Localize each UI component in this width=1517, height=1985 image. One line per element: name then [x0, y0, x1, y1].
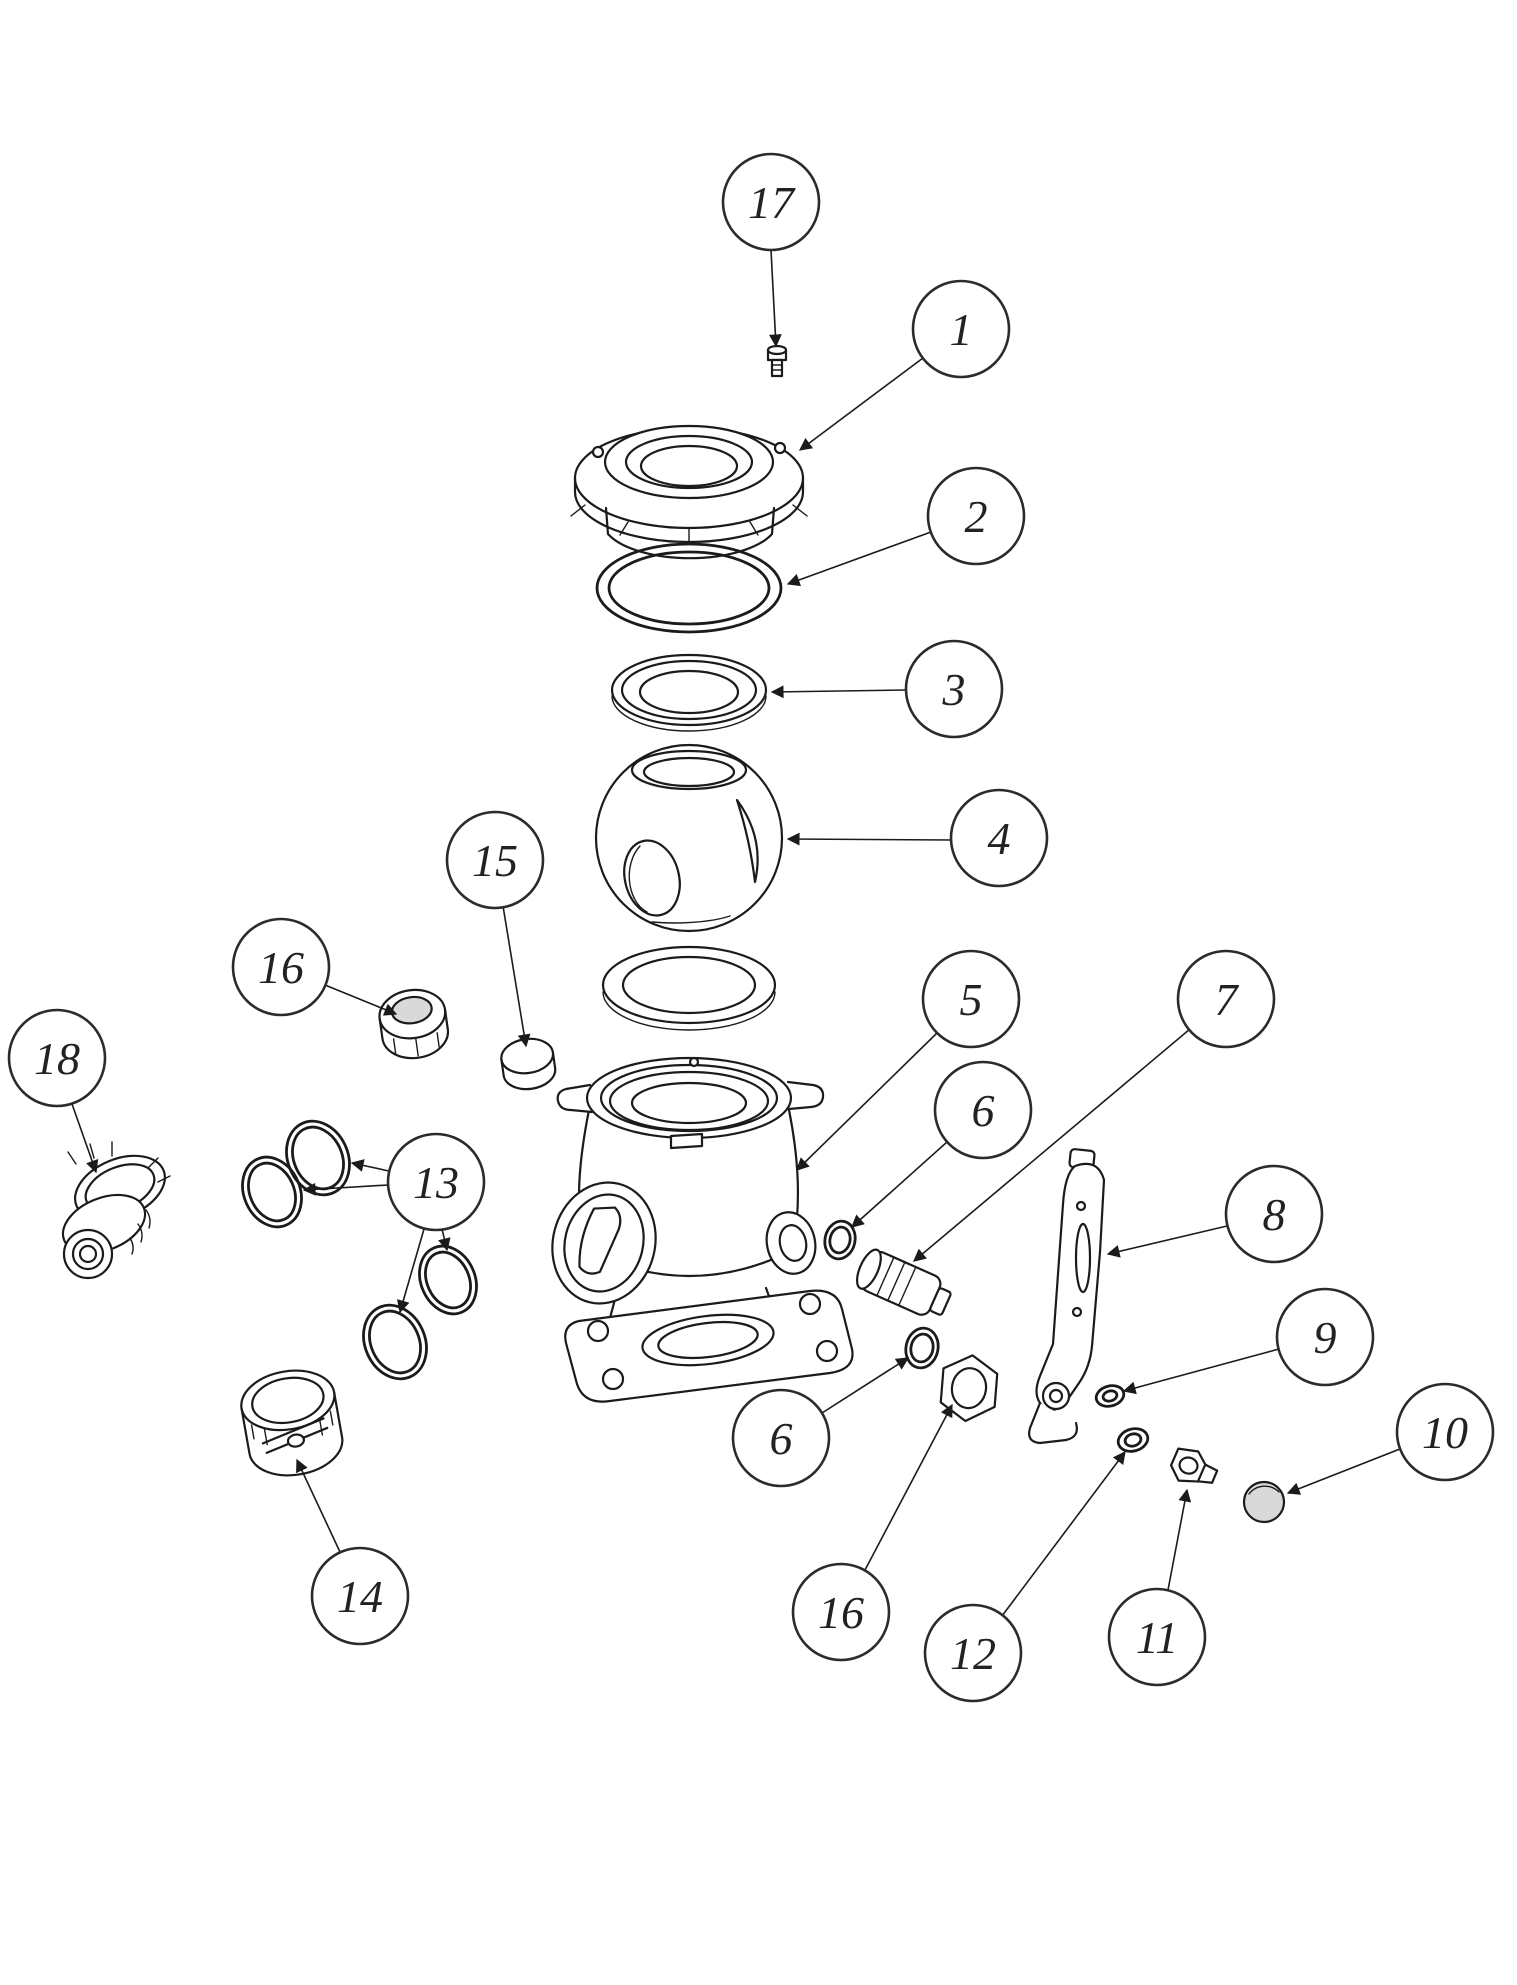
leader-8 [1106, 1225, 1228, 1258]
callout-label-18: 18 [34, 1033, 80, 1084]
leader-13-d [397, 1228, 425, 1314]
callout-10: 10 [1395, 1382, 1495, 1482]
callout-11: 11 [1107, 1587, 1207, 1687]
callout-16-left: 16 [231, 917, 331, 1017]
callout-label-3: 3 [942, 664, 966, 715]
callout-label-14: 14 [337, 1571, 383, 1622]
callout-label-6-upper: 6 [972, 1085, 995, 1136]
leader-13-b [302, 1182, 389, 1196]
callout-4: 4 [949, 788, 1049, 888]
part-3-seal-ring [610, 653, 768, 732]
callout-6-upper: 6 [933, 1060, 1033, 1160]
callout-8: 8 [1224, 1164, 1324, 1264]
leader-16-lower [864, 1403, 953, 1571]
callout-14: 14 [310, 1546, 410, 1646]
leader-5 [796, 1032, 938, 1171]
part-9-lock-washer [1094, 1384, 1126, 1408]
part-18-fitting [61, 1141, 171, 1280]
leader-10 [1286, 1448, 1401, 1495]
callout-label-15: 15 [472, 835, 518, 886]
callout-label-5: 5 [960, 974, 983, 1025]
leader-13-c [438, 1228, 451, 1252]
part-14-disc [240, 1369, 344, 1477]
callout-5: 5 [921, 949, 1021, 1049]
callout-label-2: 2 [965, 491, 988, 542]
callout-15: 15 [445, 810, 545, 910]
part-5-valve-body [551, 1056, 854, 1403]
part-8-handle [1028, 1148, 1106, 1445]
callout-3: 3 [904, 639, 1004, 739]
callout-1: 1 [911, 279, 1011, 379]
leader-14 [296, 1458, 341, 1553]
leader-6-upper [851, 1141, 948, 1228]
leader-15 [502, 905, 531, 1048]
callout-12: 12 [923, 1603, 1023, 1703]
leader-7 [913, 1028, 1191, 1262]
part-16-plug [378, 988, 450, 1060]
callout-label-11: 11 [1136, 1612, 1179, 1663]
callout-13: 13 [386, 1132, 486, 1232]
part-4-ball [594, 743, 784, 933]
callout-17: 17 [721, 152, 821, 252]
part-12-washer [1116, 1427, 1150, 1453]
callout-16-lower: 16 [791, 1562, 891, 1662]
leader-17 [769, 249, 782, 348]
part-2-oring [595, 542, 783, 634]
callout-label-4: 4 [988, 813, 1011, 864]
leader-4 [786, 832, 952, 846]
part-13-oring-4 [362, 1303, 428, 1381]
leader-lines [71, 249, 1401, 1617]
leader-2 [786, 531, 932, 587]
leader-6-lower [821, 1357, 910, 1414]
callout-2: 2 [926, 466, 1026, 566]
part-16-packing-nut [939, 1354, 999, 1423]
callout-label-1: 1 [950, 304, 973, 355]
part-7-stem [855, 1248, 952, 1316]
callout-label-9: 9 [1314, 1312, 1337, 1363]
leader-11 [1167, 1488, 1192, 1591]
callout-18: 18 [7, 1008, 107, 1108]
callout-label-6-lower: 6 [770, 1413, 793, 1464]
callout-label-7: 7 [1215, 974, 1240, 1025]
part-17-screw [766, 344, 788, 378]
callout-balloons: 17 1 2 3 4 15 16 18 [7, 152, 1495, 1703]
parts-drawing [61, 344, 1286, 1524]
part-1-bonnet-cap [570, 424, 808, 560]
part-seat-ring [601, 945, 777, 1031]
callout-7: 7 [1176, 949, 1276, 1049]
callout-label-17: 17 [748, 177, 796, 228]
part-11-bolt [1169, 1447, 1219, 1484]
part-13-oring-1 [285, 1119, 351, 1197]
leader-18 [71, 1103, 99, 1174]
leader-13-a [350, 1159, 390, 1172]
callout-label-10: 10 [1422, 1407, 1468, 1458]
callout-label-16-lower: 16 [818, 1587, 864, 1638]
callout-9: 9 [1275, 1287, 1375, 1387]
part-6-oring-upper [823, 1219, 857, 1261]
part-13-oring-2 [241, 1155, 303, 1229]
leader-12 [1001, 1450, 1126, 1617]
part-10-cap [1242, 1480, 1286, 1524]
callout-label-8: 8 [1263, 1189, 1286, 1240]
callout-label-13: 13 [413, 1157, 459, 1208]
callout-label-12: 12 [950, 1628, 996, 1679]
leader-3 [770, 685, 907, 699]
part-13-oring-3 [418, 1244, 478, 1316]
leader-16-left [324, 984, 398, 1016]
callout-6-lower: 6 [731, 1388, 831, 1488]
leader-9 [1122, 1348, 1280, 1395]
callout-label-16-left: 16 [258, 942, 304, 993]
leader-1 [798, 357, 924, 451]
part-6-oring-lower [904, 1326, 940, 1370]
part-15-seal-disc [500, 1037, 557, 1091]
